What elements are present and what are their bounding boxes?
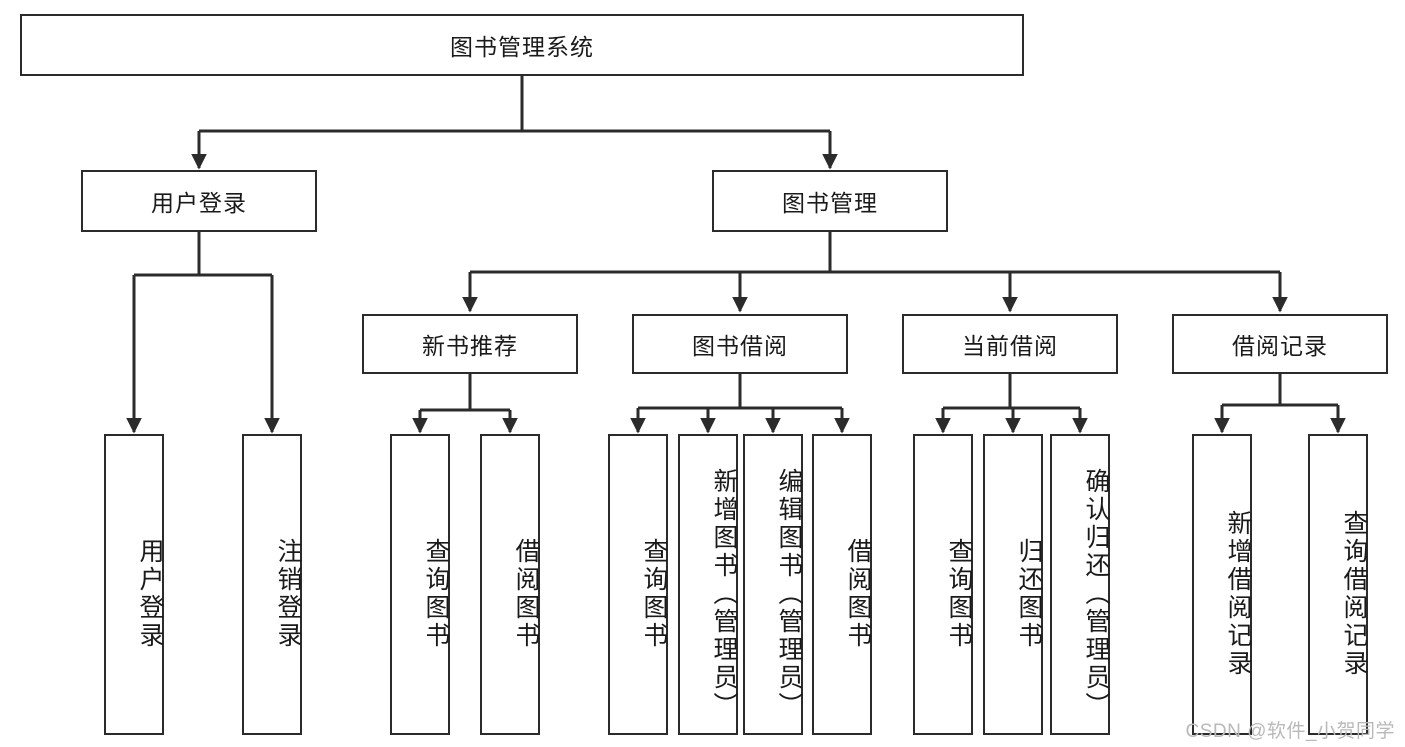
leaf-user-login-signin[interactable]: 用户登录 bbox=[104, 434, 164, 735]
leaf-recommend-borrow-book[interactable]: 借阅图书 bbox=[480, 434, 540, 735]
leaf-borrow-edit-book-admin[interactable]: 编辑图书（管理员） bbox=[743, 434, 803, 735]
leaf-borrow-query-book[interactable]: 查询图书 bbox=[608, 434, 668, 735]
node-book-management[interactable]: 图书管理 bbox=[712, 170, 948, 232]
node-new-book-recommend[interactable]: 新书推荐 bbox=[362, 314, 578, 374]
watermark-text: CSDN @软件_小贺同学 bbox=[1185, 721, 1395, 742]
leaf-recommend-query-book[interactable]: 查询图书 bbox=[390, 434, 450, 735]
leaf-borrow-add-book-admin[interactable]: 新增图书（管理员） bbox=[678, 434, 738, 735]
leaf-current-query-book[interactable]: 查询图书 bbox=[913, 434, 973, 735]
leaf-current-return-book[interactable]: 归还图书 bbox=[983, 434, 1043, 735]
leaf-record-query-borrow-record[interactable]: 查询借阅记录 bbox=[1308, 434, 1368, 735]
leaf-user-login-logout[interactable]: 注销登录 bbox=[242, 434, 302, 735]
node-book-borrow[interactable]: 图书借阅 bbox=[632, 314, 848, 374]
leaf-borrow-borrow-book[interactable]: 借阅图书 bbox=[812, 434, 872, 735]
node-root-book-management-system[interactable]: 图书管理系统 bbox=[20, 14, 1024, 76]
node-current-borrow[interactable]: 当前借阅 bbox=[902, 314, 1118, 374]
leaf-record-add-borrow-record[interactable]: 新增借阅记录 bbox=[1192, 434, 1252, 735]
node-user-login[interactable]: 用户登录 bbox=[81, 170, 317, 232]
node-borrow-record[interactable]: 借阅记录 bbox=[1172, 314, 1388, 374]
leaf-current-confirm-return-admin[interactable]: 确认归还（管理员） bbox=[1050, 434, 1110, 735]
